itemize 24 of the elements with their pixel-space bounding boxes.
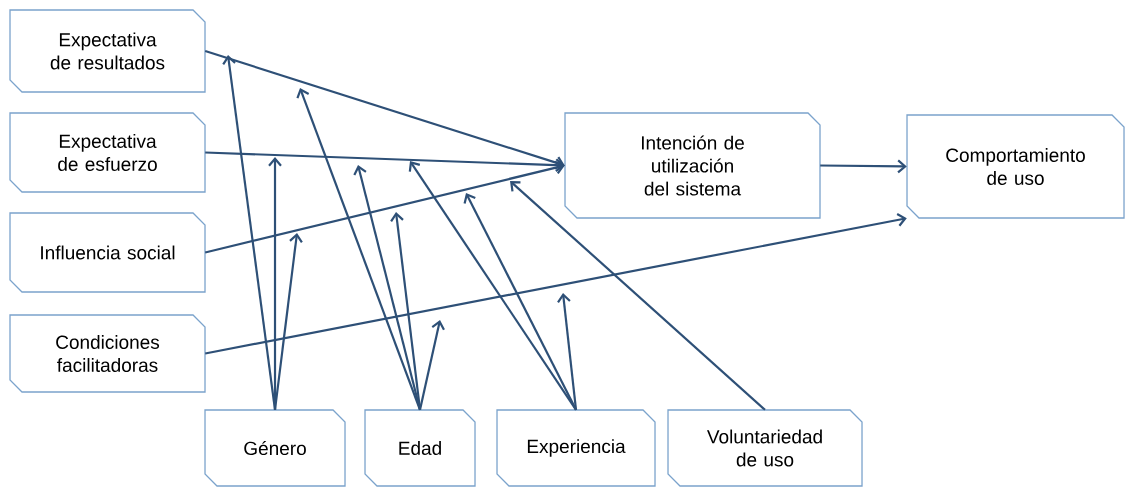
text-box: Comportamiento de uso <box>906 114 1125 219</box>
arrow <box>820 159 907 174</box>
arrow <box>463 193 577 411</box>
arrow <box>390 212 422 410</box>
text-box: Género <box>204 409 346 487</box>
arrow <box>205 213 907 355</box>
arrow <box>353 165 422 411</box>
arrow <box>408 161 577 411</box>
text-box: Influencia social <box>9 212 206 293</box>
text-box: Condiciones facilitadoras <box>9 314 206 393</box>
text-box: Experiencia <box>496 409 656 487</box>
arrow <box>204 160 565 254</box>
text-box: Expectativa de resultados <box>9 9 206 93</box>
text-box: Intención de utilización del sistema <box>564 112 821 219</box>
text-box: Edad <box>364 409 476 487</box>
text-box: Voluntariedad de uso <box>667 409 863 487</box>
arrow <box>273 233 303 410</box>
arrow <box>222 55 277 410</box>
arrow <box>510 181 766 411</box>
arrow <box>205 151 565 173</box>
arrow <box>418 320 445 411</box>
arrow <box>557 293 578 410</box>
text-box: Expectativa de esfuerzo <box>9 112 206 193</box>
arrow <box>296 88 422 411</box>
